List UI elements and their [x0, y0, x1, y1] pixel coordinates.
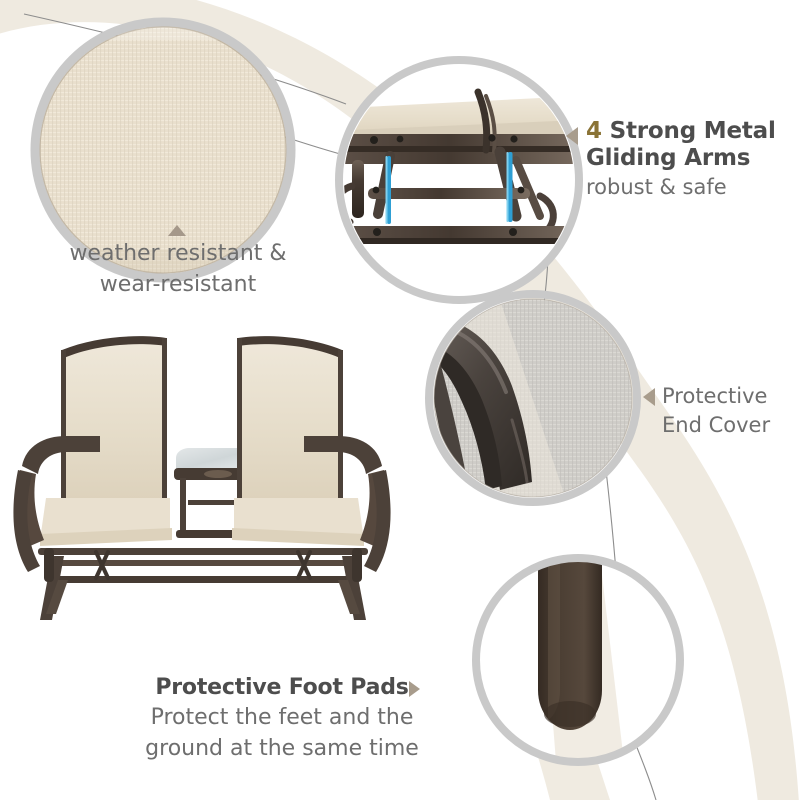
callout-arms-subtitle: robust & safe	[586, 175, 727, 199]
callout-cover-line2: End Cover	[662, 413, 771, 437]
callout-protective-end-cover: Protective End Cover	[662, 382, 800, 440]
callout-arms-heading-rest: Strong Metal	[601, 118, 776, 144]
callout-protective-foot-pads: Protective Foot Pads Protect the feet an…	[122, 674, 442, 764]
callout-arms-heading-line2: Gliding Arms	[586, 145, 751, 171]
leader-line-cover-to-pad	[605, 469, 621, 637]
detail-circle-foot-pad	[472, 554, 684, 766]
swoosh-band-lower	[520, 700, 610, 800]
callout-pads-line1: Protect the feet and the	[150, 705, 414, 730]
callout-pads-line2: ground at the same time	[145, 736, 419, 761]
leader-line-arms-to-cover	[535, 257, 549, 353]
leader-line-fabric-to-arms	[275, 133, 431, 175]
callout-fabric-line2: wear-resistant	[99, 272, 257, 297]
callout-pads-heading: Protective Foot Pads	[155, 675, 409, 700]
pointer-triangle-up-fabric	[168, 225, 186, 236]
detail-circle-gliding-arms	[335, 56, 583, 304]
callout-arms-number: 4	[586, 118, 602, 144]
callout-cover-line1: Protective	[662, 384, 768, 408]
callout-metal-gliding-arms: 4 Strong Metal Gliding Arms robust & saf…	[586, 118, 800, 200]
callout-fabric-line1: weather resistant &	[69, 241, 287, 266]
pointer-triangle-right-pads	[409, 681, 420, 697]
pointer-triangle-left-cover	[643, 388, 655, 406]
leader-line-pad-tail	[629, 729, 657, 800]
pointer-triangle-left-arms	[566, 127, 578, 145]
callout-arms-heading-line1: 4 Strong Metal	[586, 118, 800, 145]
leader-line-top	[23, 13, 347, 105]
detail-circle-end-cover	[425, 290, 641, 506]
callout-weather-resistant-fabric: weather resistant & wear-resistant	[28, 238, 328, 300]
product-glider-bench	[13, 336, 391, 620]
